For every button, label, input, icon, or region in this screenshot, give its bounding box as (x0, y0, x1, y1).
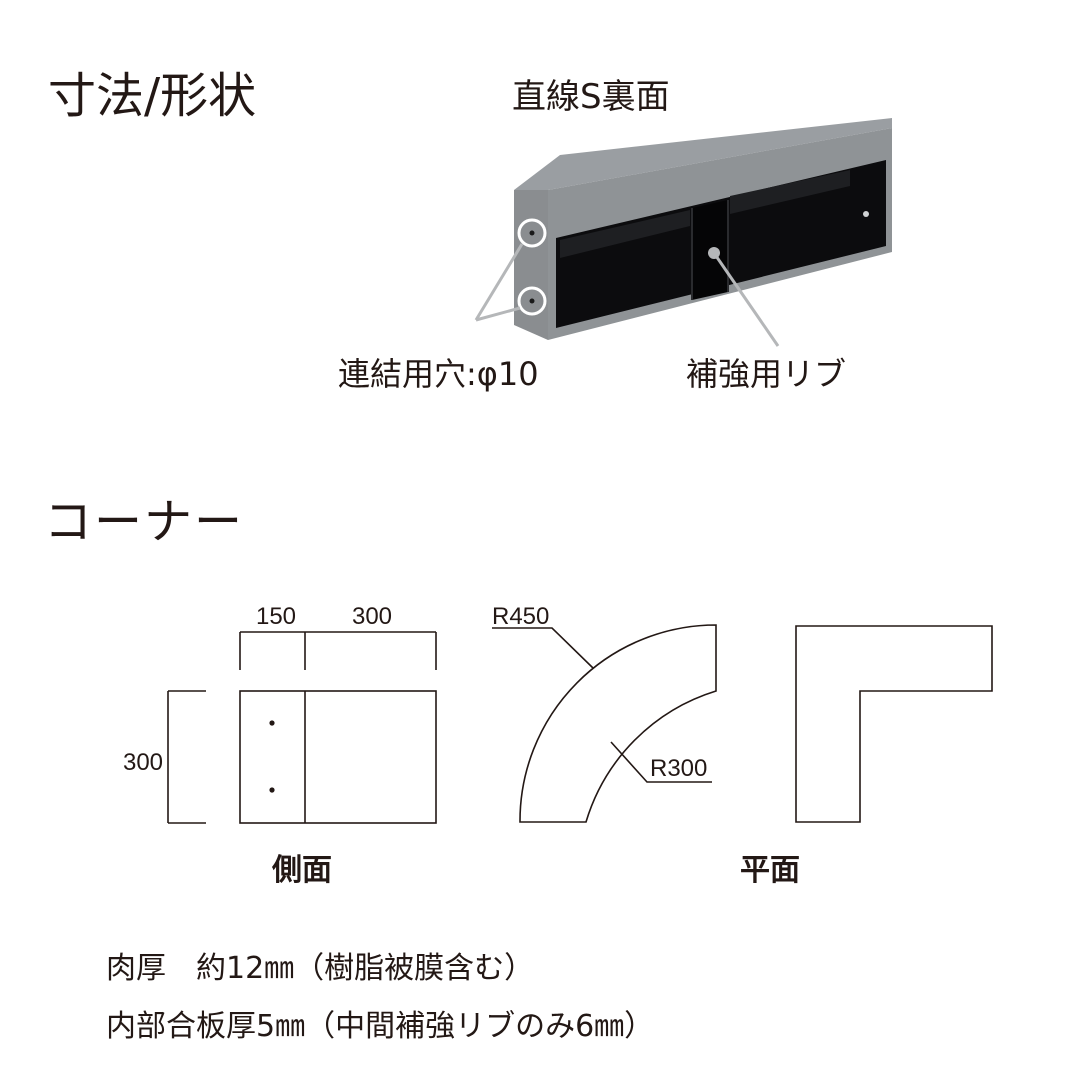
plan-inner-radius: R300 (650, 755, 707, 782)
spec-wall-thickness: 肉厚 約12㎜（樹脂被膜含む） (106, 951, 535, 986)
right-end-hole (863, 211, 869, 217)
plan-l-shape (795, 625, 993, 823)
block-end-face (514, 190, 548, 340)
connection-hole-bottom (517, 286, 547, 316)
side-hole-lower (269, 787, 275, 793)
corner-section-title: コーナー (44, 494, 245, 550)
side-dim-300-height: 300 (123, 749, 163, 776)
side-dim-150: 150 (256, 603, 296, 630)
side-view-caption: 側面 (272, 853, 332, 888)
side-dim-300-width: 300 (352, 603, 392, 630)
connection-holes-label: 連結用穴:φ10 (338, 355, 539, 393)
side-hole-upper (269, 720, 275, 726)
side-view-drawing (167, 631, 437, 824)
page-title: 寸法/形状 (48, 68, 257, 124)
reinforcing-rib-label: 補強用リブ (686, 355, 847, 393)
spec-plywood-thickness: 内部合板厚5㎜（中間補強リブのみ6㎜） (106, 1009, 655, 1044)
plan-view-caption: 平面 (740, 853, 800, 888)
plan-outer-radius: R450 (492, 603, 549, 630)
connection-hole-top (517, 218, 547, 248)
block-top-face (514, 118, 892, 190)
back-view-title: 直線S裏面 (512, 77, 670, 117)
block-back-photo (474, 118, 892, 347)
plan-curved-drawing (492, 624, 717, 823)
